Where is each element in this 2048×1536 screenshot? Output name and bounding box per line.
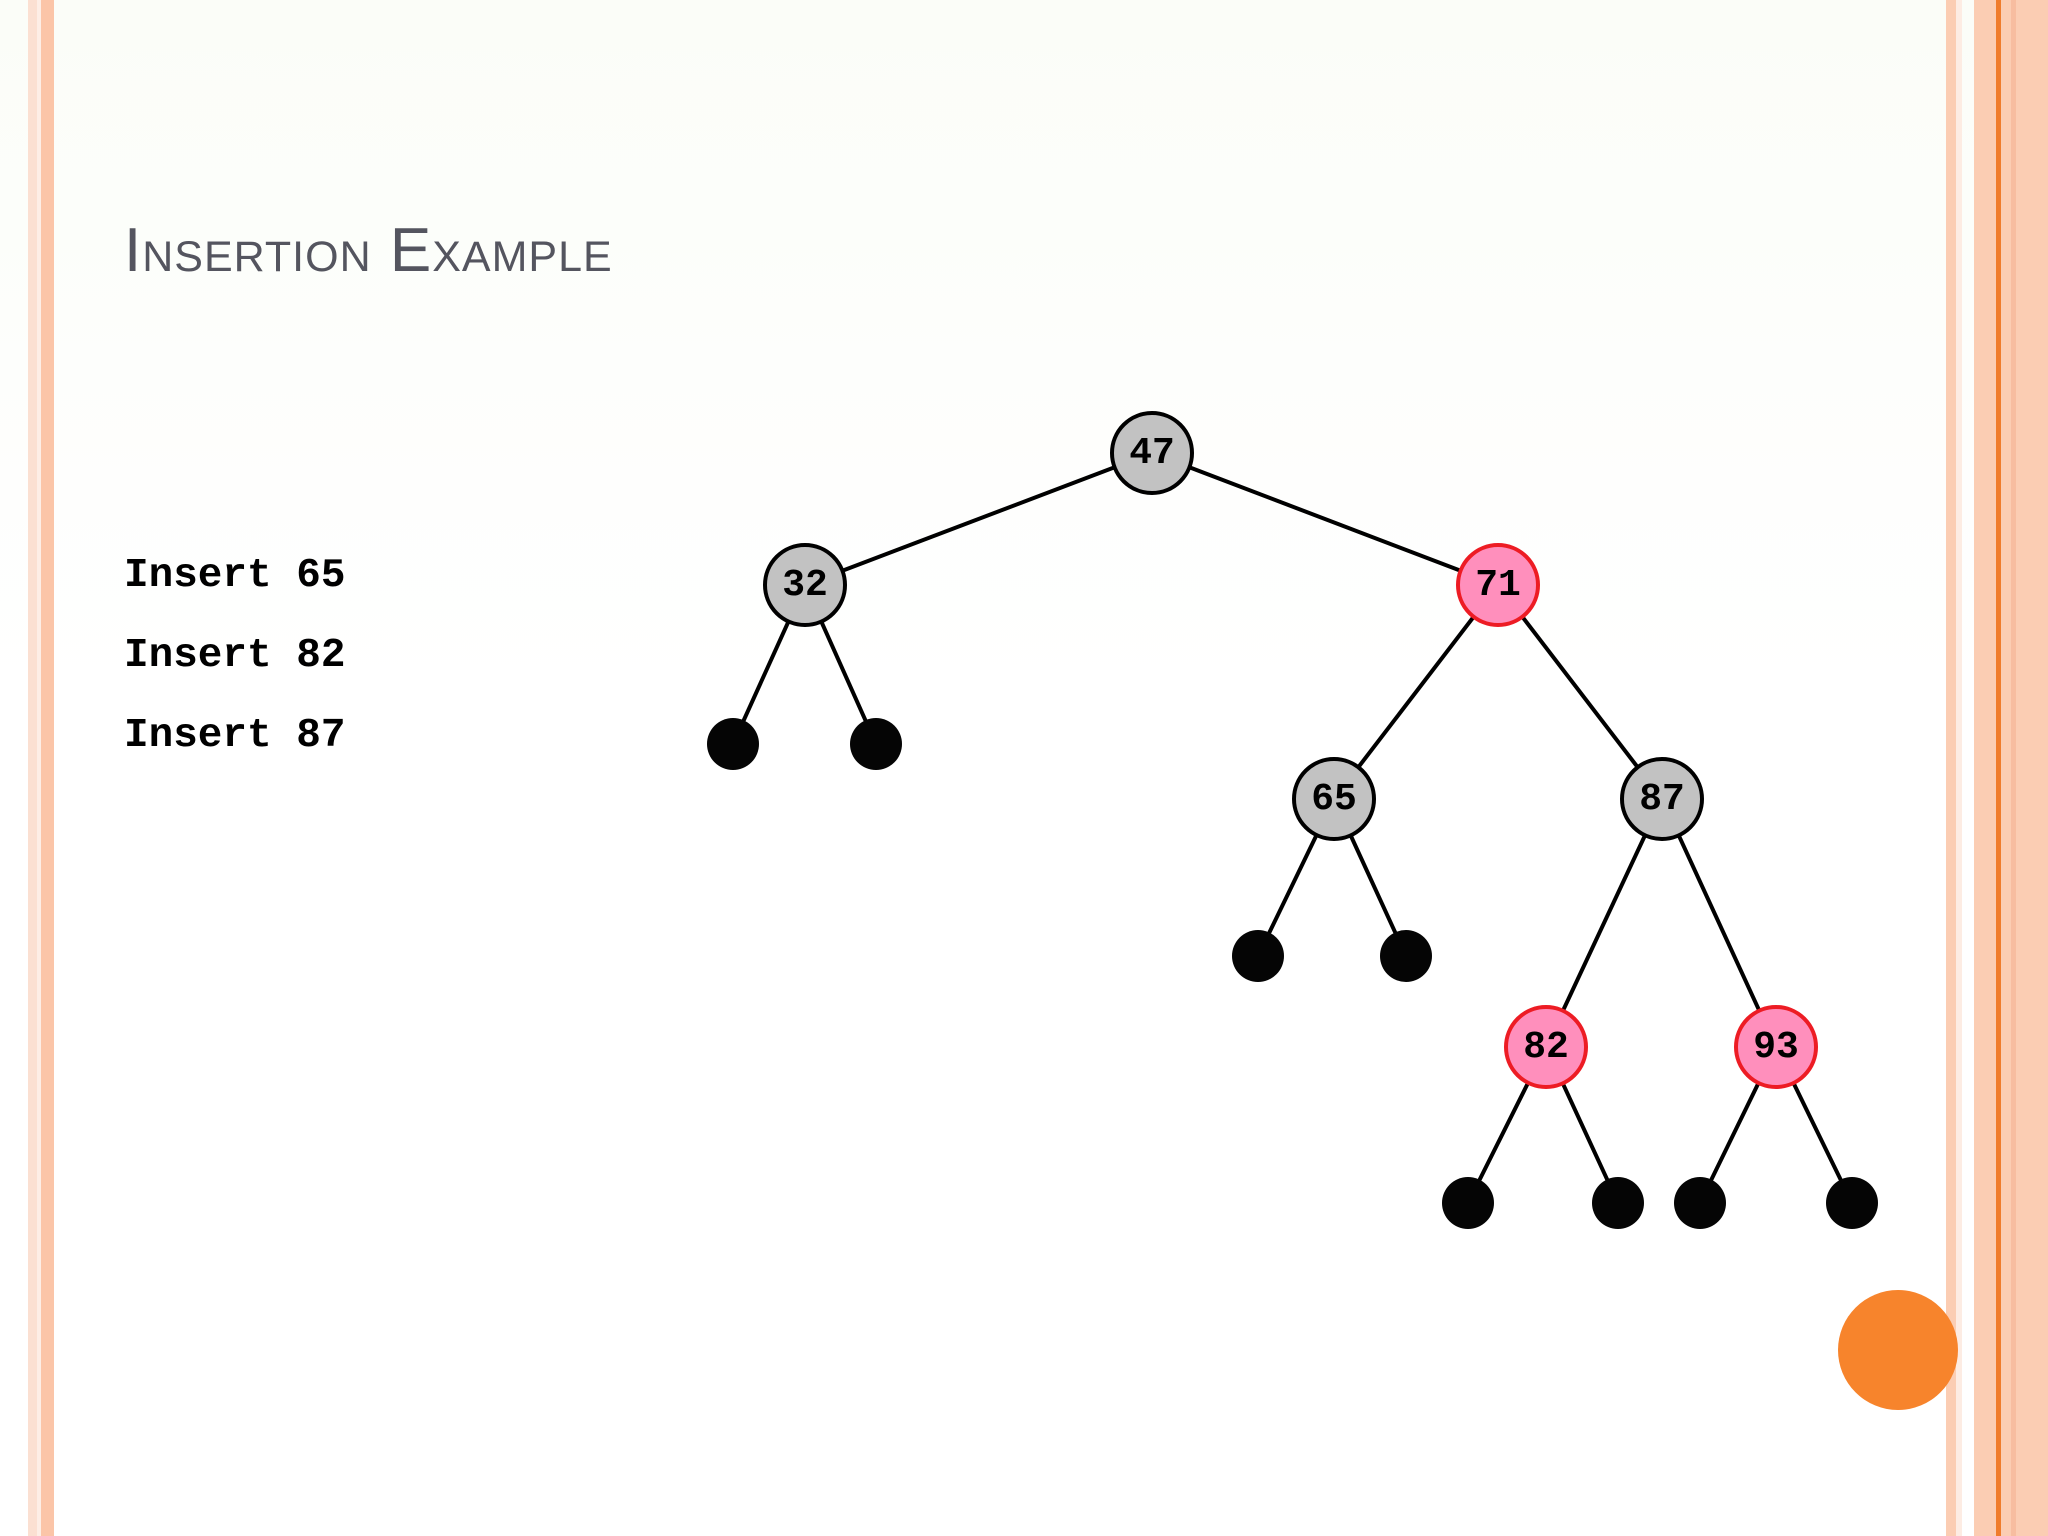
insert-step-1: Insert 65 [124, 553, 346, 599]
tree-nil-leaf [1826, 1177, 1878, 1229]
tree-node-87: 87 [1620, 757, 1704, 841]
tree-nil-leaf [1232, 930, 1284, 982]
tree-edge [1676, 834, 1762, 1012]
tree-node-47: 47 [1110, 411, 1194, 495]
tree-node-label: 93 [1753, 1025, 1799, 1069]
insert-step-3: Insert 87 [124, 713, 346, 759]
tree-edge [1560, 1082, 1610, 1183]
tree-edge [1188, 465, 1462, 573]
page-title: Insertion Example [124, 216, 613, 285]
tree-edge [1561, 834, 1647, 1012]
tree-node-label: 65 [1311, 777, 1357, 821]
tree-edge [1476, 1081, 1530, 1183]
tree-edge [741, 620, 791, 723]
tree-edge [1348, 834, 1398, 936]
tree-nil-leaf [850, 718, 902, 770]
tree-node-label: 47 [1129, 431, 1175, 475]
tree-nil-leaf [1380, 930, 1432, 982]
tree-edge [1520, 615, 1640, 769]
tree-node-32: 32 [763, 543, 847, 627]
insert-steps-list: Insert 65 Insert 82 Insert 87 [124, 536, 345, 776]
tree-edge [841, 465, 1116, 573]
insert-step-2: Insert 82 [124, 633, 346, 679]
tree-node-label: 82 [1523, 1025, 1569, 1069]
tree-edge [819, 620, 869, 723]
tree-node-label: 71 [1475, 563, 1521, 607]
orange-bullet-decoration [1838, 1290, 1958, 1410]
tree-node-label: 87 [1639, 777, 1685, 821]
tree-node-65: 65 [1292, 757, 1376, 841]
tree-node-71: 71 [1456, 543, 1540, 627]
tree-edge [1708, 1082, 1761, 1183]
tree-node-82: 82 [1504, 1005, 1588, 1089]
tree-edge [1356, 615, 1476, 769]
tree-nil-leaf [707, 718, 759, 770]
tree-nil-leaf [1442, 1177, 1494, 1229]
tree-edge [1266, 834, 1319, 936]
tree-edge [1791, 1082, 1844, 1183]
tree-nil-leaf [1592, 1177, 1644, 1229]
tree-nil-leaf [1674, 1177, 1726, 1229]
tree-node-label: 32 [782, 563, 828, 607]
tree-node-93: 93 [1734, 1005, 1818, 1089]
